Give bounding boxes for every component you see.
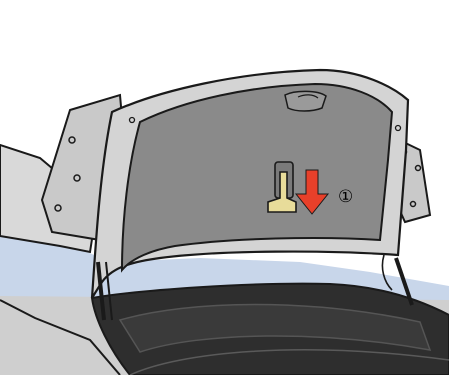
latch-cover — [285, 91, 326, 111]
step-marker-label: ① — [338, 187, 353, 206]
step-marker: ① — [338, 187, 353, 206]
